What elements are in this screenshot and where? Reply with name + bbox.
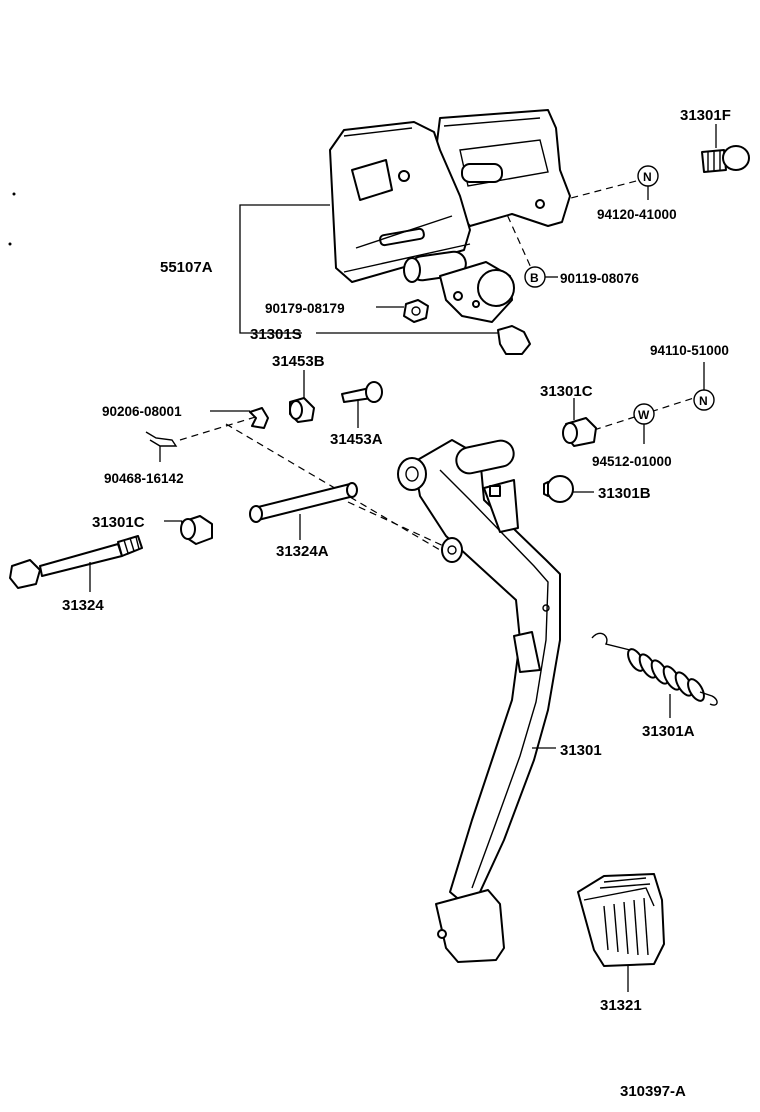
label-94512-01000: 94512-01000: [592, 454, 672, 469]
part-94512-01000-washer: W 94512-01000: [592, 403, 672, 469]
label-31301: 31301: [560, 742, 602, 759]
label-90206-08001: 90206-08001: [102, 404, 182, 419]
label-31453a: 31453A: [330, 431, 383, 448]
part-94110-51000-nut: N 94110-51000: [650, 343, 729, 411]
label-55107a: 55107A: [160, 259, 213, 276]
label-31301b: 31301B: [598, 485, 651, 502]
bolt-b-symbol: B: [530, 271, 539, 285]
label-31324: 31324: [62, 597, 104, 614]
part-31301c-bushing-left: 31301C: [92, 514, 213, 545]
part-31324-bolt: 31324: [9, 535, 143, 614]
part-90179-08179-nut: 90179-08179: [265, 299, 429, 323]
label-31324a: 31324A: [276, 543, 329, 560]
nut-n-symbol-1: N: [643, 170, 652, 184]
label-31453b: 31453B: [272, 353, 325, 370]
label-31301a: 31301A: [642, 723, 695, 740]
label-90468-16142: 90468-16142: [104, 471, 184, 486]
nut-n-symbol-2: N: [699, 394, 708, 408]
part-31453b-bushing: 31453B: [272, 353, 325, 423]
part-31301s-cushion: 31301S: [250, 325, 531, 355]
label-94110-51000: 94110-51000: [650, 343, 729, 358]
part-31453a-pin: 31453A: [330, 381, 383, 448]
callout-55107a: 55107A: [160, 204, 330, 334]
label-31321: 31321: [600, 997, 642, 1014]
part-31301c-bushing-right: 31301C: [540, 383, 597, 447]
washer-w-symbol: W: [638, 408, 650, 422]
part-31324a-collar: 31324A: [249, 482, 358, 560]
part-31301a-return-spring: 31301A: [591, 632, 718, 740]
part-90206-08001-clip: 90206-08001: [102, 404, 269, 429]
part-31301-brake-pedal: 31301: [397, 439, 602, 963]
label-94120-41000: 94120-41000: [597, 207, 677, 222]
label-31301f: 31301F: [680, 107, 731, 124]
diagram-code: 310397-A: [620, 1083, 686, 1100]
part-90468-16142-clip: 90468-16142: [104, 431, 184, 486]
label-90179-08179: 90179-08179: [265, 301, 345, 316]
part-31301b-stopper: 31301B: [543, 475, 651, 503]
part-31321-pedal-pad: 31321: [577, 873, 665, 1014]
label-31301c-left: 31301C: [92, 514, 145, 531]
part-90119-08076-bolt: B 90119-08076: [524, 266, 639, 288]
pedal-support-bracket: [329, 109, 571, 323]
part-31301f-bolt: 31301F: [680, 107, 750, 173]
label-31301c-top: 31301C: [540, 383, 593, 400]
label-31301s: 31301S: [250, 326, 302, 343]
label-90119-08076: 90119-08076: [560, 271, 639, 286]
part-94120-41000-nut: N 94120-41000: [597, 165, 677, 222]
